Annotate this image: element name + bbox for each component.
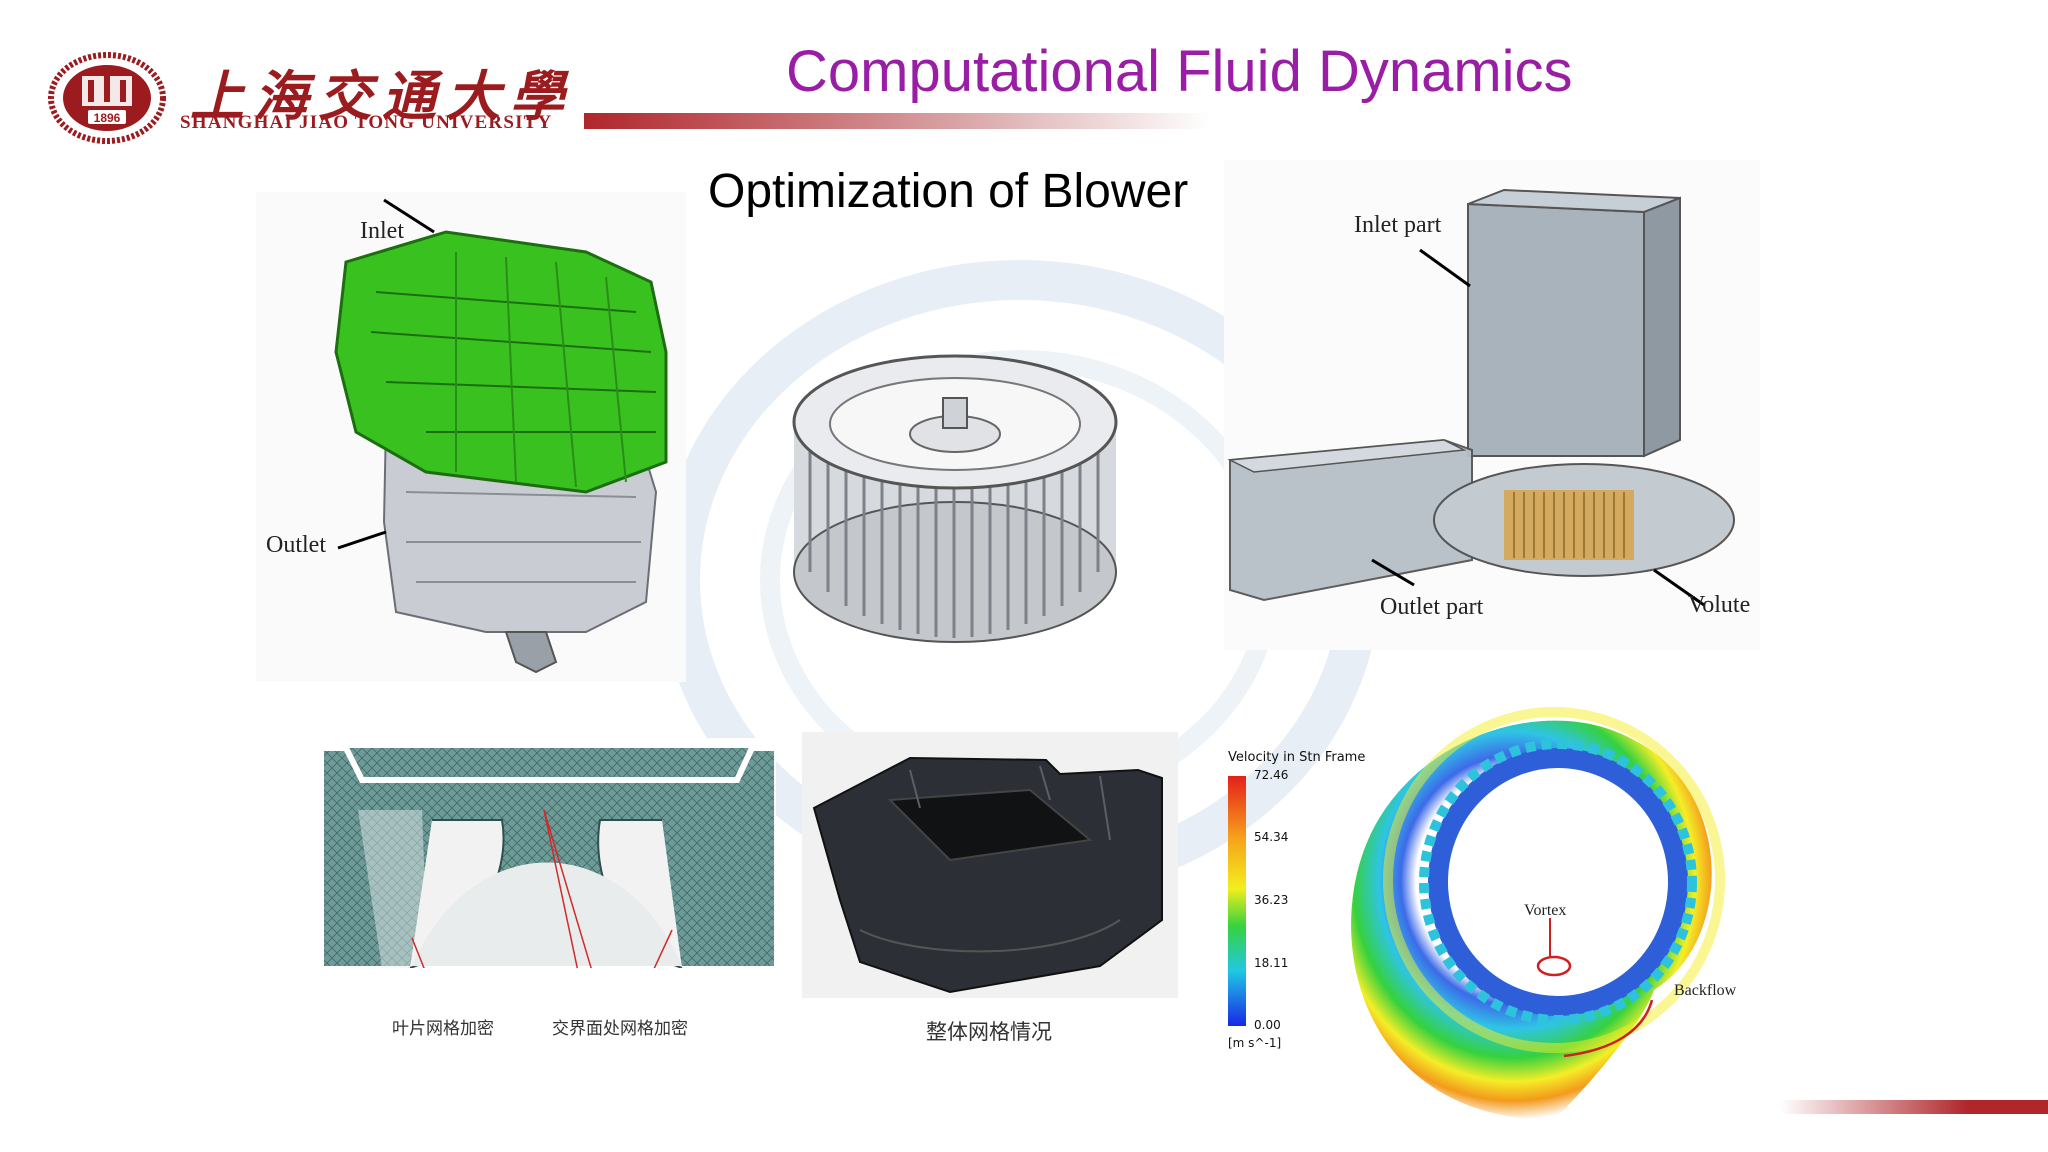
caption-blade-mesh: 叶片网格加密 [392, 1019, 494, 1039]
legend-value-4: 18.11 [1254, 956, 1289, 970]
caption-interface-mesh: 交界面处网格加密 [552, 1019, 688, 1039]
legend-unit: [m s^-1] [1228, 1036, 1282, 1050]
impeller-figure [780, 352, 1130, 652]
label-inlet: Inlet [360, 218, 404, 244]
label-vortex: Vortex [1524, 902, 1567, 919]
legend-value-min: 0.00 [1254, 1018, 1281, 1032]
caption-overall-mesh: 整体网格情况 [926, 1020, 1052, 1044]
legend-title: Velocity in Stn Frame [1228, 750, 1366, 765]
header-divider [584, 113, 1210, 129]
blower-assembly-figure: Inlet Outlet [256, 192, 686, 682]
blade-mesh-figure: 叶片网格加密 交界面处网格加密 [322, 738, 776, 1039]
blower-model-figure: Inlet part Outlet part Volute [1224, 160, 1760, 650]
overall-mesh-figure: 整体网格情况 [800, 730, 1180, 1050]
legend-value-2: 54.34 [1254, 830, 1289, 844]
slide-subtitle: Optimization of Blower [708, 165, 1189, 218]
label-outlet-part: Outlet part [1380, 594, 1484, 620]
footer-divider [1780, 1100, 2048, 1114]
slide-title: Computational Fluid Dynamics [786, 39, 1573, 104]
legend-value-3: 36.23 [1254, 893, 1289, 907]
velocity-field-figure: Velocity in Stn Frame 72.46 54.34 36.23 … [1214, 660, 1780, 1124]
label-outlet: Outlet [266, 532, 326, 558]
university-name-english: SHANGHAI JIAO TONG UNIVERSITY [180, 112, 553, 133]
seal-year: 1896 [94, 111, 121, 125]
label-inlet-part: Inlet part [1354, 212, 1442, 238]
university-seal-logo: 1896 [48, 52, 166, 144]
legend-value-max: 72.46 [1254, 768, 1289, 782]
label-backflow: Backflow [1674, 982, 1737, 999]
label-volute: Volute [1688, 592, 1751, 618]
university-name-chinese: 上海交通大學 [190, 64, 574, 128]
